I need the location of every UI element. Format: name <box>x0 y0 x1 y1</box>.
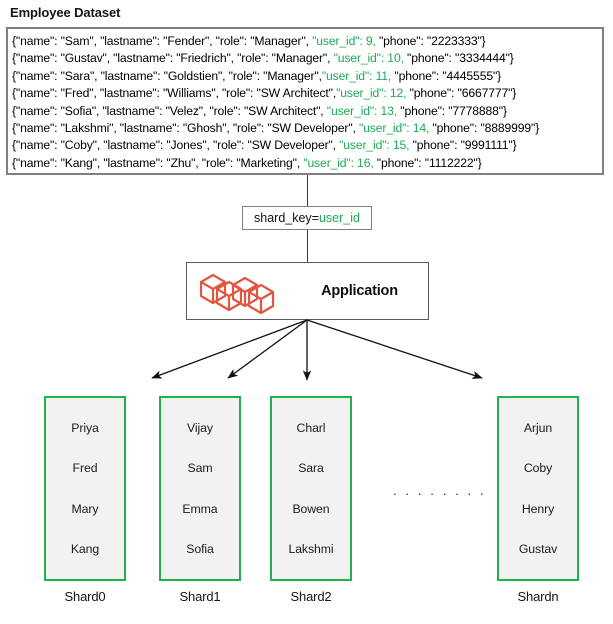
dataset-record: {"name": "Lakshmi", "lastname": "Ghosh",… <box>12 120 602 137</box>
dataset-record: {"name": "Sofia", "lastname": "Velez", "… <box>12 103 602 120</box>
shard-item: Sam <box>187 461 213 476</box>
record-user-id: "user_id": 13, <box>326 103 398 118</box>
record-user-id: "user_id": 16, <box>303 155 374 170</box>
arrow-to-shard1 <box>227 319 308 379</box>
record-suffix: "phone": "1112222"} <box>373 155 482 170</box>
shard-key-box: shard_key=user_id <box>242 206 372 230</box>
record-prefix: {"name": "Sara", "lastname": "Goldstien"… <box>12 68 322 83</box>
shard-item: Lakshmi <box>288 541 334 556</box>
arrow-to-shardn <box>306 319 483 379</box>
application-label: Application <box>321 283 398 299</box>
record-prefix: {"name": "Gustav", "lastname": "Friedric… <box>12 51 334 66</box>
record-user-id: "user_id": 14, <box>359 121 430 136</box>
shard-column-0: Priya Fred Mary Kang Shard0 <box>44 396 126 604</box>
shard-item: Kang <box>70 541 100 556</box>
shard-item: Gustav <box>518 541 558 556</box>
dataset-record: {"name": "Sam", "lastname": "Fender", "r… <box>12 33 602 50</box>
record-user-id: "user_id": 12, <box>336 86 407 101</box>
connector-dataset-to-shardkey <box>307 175 308 206</box>
record-user-id: "user_id": 9, <box>312 34 376 48</box>
cubes-icon <box>199 273 275 315</box>
shard-column-n: Arjun Coby Henry Gustav Shardn <box>497 396 579 604</box>
dataset-record: {"name": "Fred", "lastname": "Williams",… <box>12 85 602 102</box>
shard-label: Shard0 <box>64 589 106 604</box>
shard-item: Mary <box>71 501 99 516</box>
shards-ellipsis: . . . . . . . . <box>393 483 487 498</box>
shard-box[interactable]: Priya Fred Mary Kang <box>44 396 126 581</box>
record-prefix: {"name": "Lakshmi", "lastname": "Ghosh",… <box>12 121 359 136</box>
dataset-record: {"name": "Gustav", "lastname": "Friedric… <box>12 50 602 67</box>
dataset-record: {"name": "Coby", "lastname": "Jones", "r… <box>12 137 602 154</box>
record-user-id: "user_id": 15, <box>339 138 410 153</box>
shard-item: Priya <box>71 421 99 436</box>
shard-item: Charl <box>296 421 326 436</box>
record-prefix: {"name": "Fred", "lastname": "Williams",… <box>12 86 337 101</box>
record-suffix: "phone": "9991111"} <box>409 138 517 153</box>
shard-item: Henry <box>521 501 555 516</box>
record-suffix: "phone": "8889999"} <box>429 121 540 136</box>
dataset-record: {"name": "Kang", "lastname": "Zhu", "rol… <box>12 155 602 172</box>
record-user-id: "user_id": 11, <box>321 68 392 83</box>
dataset-record: {"name": "Sara", "lastname": "Goldstien"… <box>12 68 602 85</box>
shard-key-value: user_id <box>318 211 360 225</box>
shard-item: Bowen <box>292 501 330 516</box>
shard-column-1: Vijay Sam Emma Sofia Shard1 <box>159 396 241 604</box>
shard-item: Sofia <box>186 541 214 556</box>
record-suffix: "phone": "7778888"} <box>397 103 507 118</box>
shard-item: Coby <box>523 461 553 476</box>
record-prefix: {"name": "Kang", "lastname": "Zhu", "rol… <box>12 155 304 170</box>
shard-box[interactable]: Arjun Coby Henry Gustav <box>497 396 579 581</box>
shard-item: Emma <box>182 501 218 516</box>
record-prefix: {"name": "Sofia", "lastname": "Velez", "… <box>12 103 327 118</box>
employee-dataset-box: {"name": "Sam", "lastname": "Fender", "r… <box>6 27 604 175</box>
shard-column-2: Charl Sara Bowen Lakshmi Shard2 <box>270 396 352 604</box>
record-suffix: "phone": "3334444"} <box>403 51 514 66</box>
record-user-id: "user_id": 10, <box>333 51 404 66</box>
record-suffix: "phone": "4445555"} <box>391 68 502 83</box>
arrow-to-shard0 <box>151 319 308 379</box>
shard-box[interactable]: Charl Sara Bowen Lakshmi <box>270 396 352 581</box>
shard-label: Shard2 <box>290 589 332 604</box>
shard-label: Shard1 <box>179 589 221 604</box>
connector-shardkey-to-application <box>307 230 308 262</box>
shard-label: Shardn <box>517 589 559 604</box>
page-title: Employee Dataset <box>10 5 121 20</box>
shard-item: Fred <box>72 461 98 476</box>
shard-item: Arjun <box>523 421 553 436</box>
application-box: Application <box>186 262 429 320</box>
shard-box[interactable]: Vijay Sam Emma Sofia <box>159 396 241 581</box>
record-prefix: {"name": "Coby", "lastname": "Jones", "r… <box>12 138 340 153</box>
record-prefix: {"name": "Sam", "lastname": "Fender", "r… <box>12 34 313 48</box>
record-suffix: "phone": "6667777"} <box>406 86 517 101</box>
shard-item: Vijay <box>187 421 213 436</box>
shard-item: Sara <box>298 461 324 476</box>
shard-key-label: shard_key= <box>254 211 319 225</box>
record-suffix: "phone": "2223333"} <box>375 34 486 48</box>
